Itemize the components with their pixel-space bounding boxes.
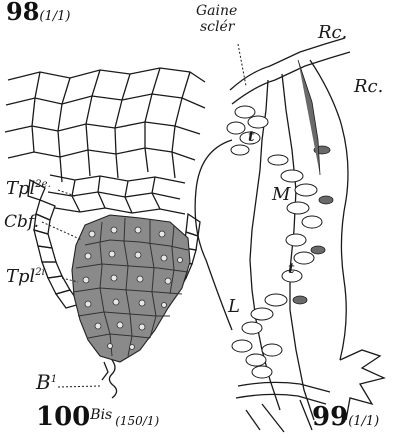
label-tpl-2e-text: Tpl [6, 178, 35, 199]
label-tpl-2i-text: Tpl [6, 266, 35, 287]
label-rc-1: Rc. [318, 24, 347, 42]
label-scler: sclér [200, 20, 234, 34]
figure-99-scale: (1/1) [348, 414, 379, 429]
label-tpl-2i-sup: 2i. [35, 267, 48, 278]
label-tpl-2e: Tpl2e. [6, 180, 51, 198]
label-tpl-2i: Tpl2i. [6, 268, 48, 286]
label-t-upper: t [248, 130, 254, 144]
figure-100-suffix: Bis [90, 407, 112, 423]
label-m: M [272, 186, 290, 204]
label-t-lower: t [288, 262, 294, 276]
leaf-cell-clusters [227, 106, 322, 378]
figure-99-number: 99 [312, 402, 348, 432]
label-l: L [228, 298, 240, 316]
figure-98-caption: 98(1/1) [6, 0, 70, 24]
figure-100-number: 100 [36, 402, 90, 432]
figure-100-scale: (150/1) [115, 414, 159, 428]
label-rc-2: Rc. [354, 78, 383, 96]
label-cbf: Cbf. [4, 214, 39, 231]
label-gaine: Gaine [196, 4, 237, 18]
label-tpl-2e-sup: 2e. [35, 179, 50, 190]
label-b1-sup: 1 [51, 374, 57, 385]
figure-100bis-caption: 100Bis(150/1) [36, 404, 159, 430]
figure-98-scale: (1/1) [39, 9, 70, 24]
label-b1: B1 [36, 372, 57, 392]
figure-99-caption: 99(1/1) [312, 404, 379, 430]
leaf-cell-dark [293, 60, 333, 304]
figure-98-number: 98 [6, 0, 39, 26]
label-b1-text: B [36, 370, 51, 394]
